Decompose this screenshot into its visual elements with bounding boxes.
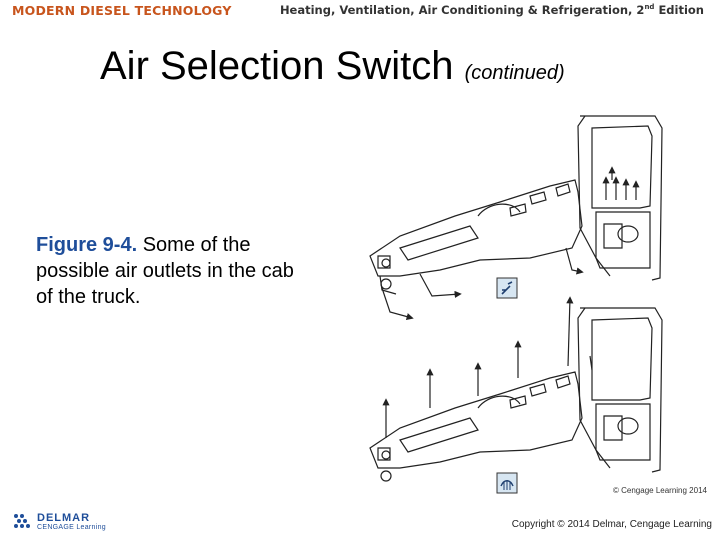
truck-cab-illustration [369,115,663,494]
delmar-logo-icon [14,514,30,528]
upper-cab-drawing [369,115,663,321]
copyright-notice: Copyright © 2014 Delmar, Cengage Learnin… [511,519,712,530]
figure-caption: Figure 9-4. Some of the possible air out… [36,232,306,310]
brand-title: MODERN DIESEL TECHNOLOGY [12,3,232,18]
vent-mode-icon-upper [496,277,518,299]
defrost-mode-icon-lower [496,472,518,494]
edition-word: Edition [654,3,704,17]
slide-title-suffix: (continued) [464,62,565,84]
figure-label: Figure 9-4. [36,234,138,256]
figure-credit: © Cengage Learning 2014 [613,486,707,495]
edition-superscript: nd [644,3,655,12]
logo-text-delmar: DELMAR [37,512,91,524]
book-title-text: Heating, Ventilation, Air Conditioning &… [279,3,645,17]
book-title: Heating, Ventilation, Air Conditioning &… [280,3,704,17]
slide-title-text: Air Selection Switch [100,44,454,88]
header-bar: MODERN DIESEL TECHNOLOGY Heating, Ventil… [0,0,720,24]
slide-title: Air Selection Switch (continued) [100,44,565,89]
figure-caption-text: Some of the possible air outlets in the … [36,234,294,308]
delmar-cengage-logo: DELMAR CENGAGE Learning [12,511,122,535]
logo-text-cengage: CENGAGE Learning [37,524,106,531]
lower-cab-drawing [369,296,663,482]
